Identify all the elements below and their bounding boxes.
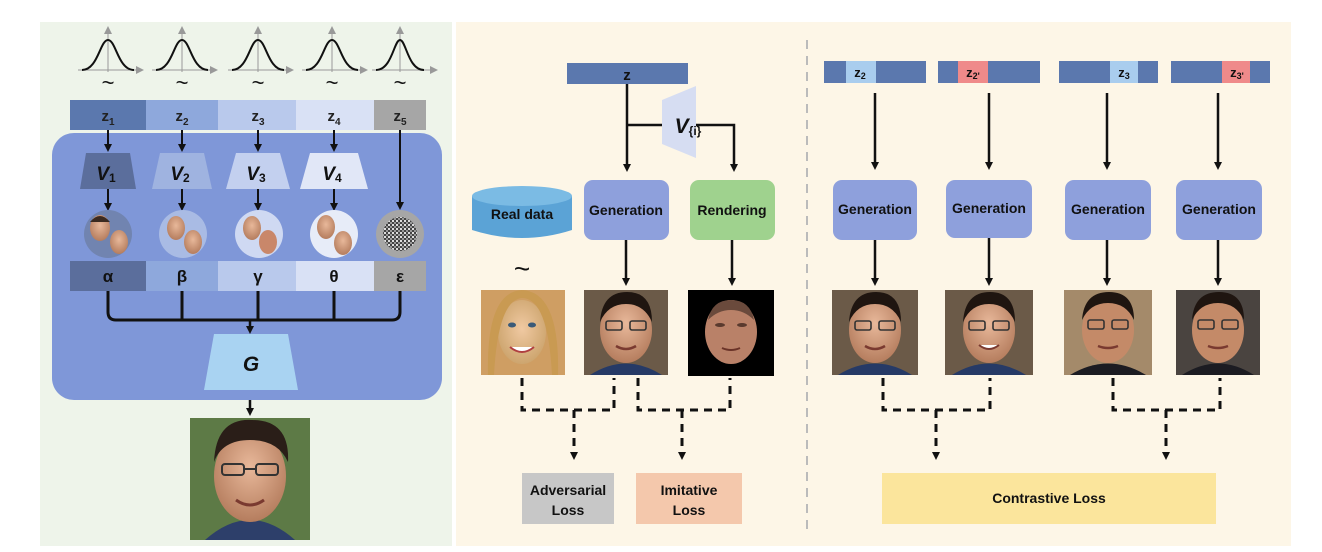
middle-generation-label: Generation [589, 202, 663, 218]
svg-text:~: ~ [326, 70, 339, 95]
generator-trapezoid [204, 334, 298, 390]
contrastive-dashed-connector-1 [881, 378, 992, 412]
right-generation-box-1 [833, 180, 917, 240]
theta-box [296, 261, 374, 291]
z3-segment [218, 100, 296, 130]
theta-label: θ [329, 267, 338, 286]
right-generation-box-4 [1176, 180, 1262, 240]
v1-label: V1 [96, 164, 116, 185]
sampling-tildes: ~ ~ ~ ~ ~ [102, 70, 407, 95]
right-generation-label-4: Generation [1182, 201, 1256, 217]
gaussian-row [78, 26, 438, 74]
alpha-label: α [103, 267, 114, 286]
v2-trapezoid [152, 153, 212, 189]
contrast-face-image-3 [1064, 290, 1152, 375]
real-data-label: Real data [491, 206, 553, 222]
right-z3-label: z3 [1118, 65, 1130, 81]
contrastive-loss-label: Contrastive Loss [992, 490, 1106, 506]
contrast-face-image-2 [945, 290, 1033, 375]
face-variation-gamma [235, 210, 283, 258]
z5-segment [374, 100, 426, 130]
epsilon-label: ε [396, 267, 404, 286]
real-data-cylinder [472, 186, 572, 238]
middle-z-label: z [623, 67, 631, 84]
right-generation-label-1: Generation [838, 201, 912, 217]
v-i-label: V{i} [675, 115, 702, 138]
merge-brace [106, 291, 402, 322]
v4-label: V4 [322, 164, 342, 185]
gaussian-icon [372, 26, 438, 74]
generated-face-image [584, 290, 668, 375]
rendering-label: Rendering [697, 202, 766, 218]
rendered-face-image [688, 290, 774, 376]
right-generation-box-2 [946, 180, 1032, 238]
contrast-face-image-4 [1176, 290, 1260, 375]
contrastive-loss-box [882, 473, 1216, 524]
z1-segment [70, 100, 146, 130]
face-variation-alpha [84, 210, 132, 258]
beta-label: β [177, 267, 187, 286]
right-generation-box-3 [1065, 180, 1151, 240]
real-data-sample-tilde: ~ [514, 253, 530, 284]
right-z2prime-label: z2' [966, 65, 980, 81]
middle-generation-box [584, 180, 669, 240]
gamma-label: γ [253, 267, 263, 286]
right-z3prime-label: z3' [1230, 65, 1244, 81]
v3-label: V3 [246, 164, 266, 185]
rendering-box [690, 180, 775, 240]
z3-label: z3 [251, 108, 265, 128]
adversarial-loss-box [522, 473, 614, 524]
z5-label: z5 [393, 108, 407, 128]
z4-segment [296, 100, 374, 130]
beta-box [146, 261, 218, 291]
v1-trapezoid [80, 153, 136, 189]
v-i-trapezoid [662, 86, 696, 158]
z2-label: z2 [175, 108, 189, 128]
gaussian-icon [152, 26, 218, 74]
z2-segment [146, 100, 218, 130]
svg-text:~: ~ [252, 70, 265, 95]
face-variation-theta [310, 210, 358, 258]
middle-z-bar [567, 63, 688, 84]
v4-trapezoid [300, 153, 368, 189]
face-variation-beta [159, 210, 207, 258]
generator-label: G [243, 353, 259, 376]
contrastive-dashed-connector-2 [1111, 378, 1222, 412]
imitative-loss-box [636, 473, 742, 524]
svg-text:~: ~ [394, 70, 407, 95]
gamma-box [218, 261, 296, 291]
right-generation-label-2: Generation [952, 200, 1026, 216]
v2-label: V2 [170, 164, 190, 185]
svg-text:~: ~ [176, 70, 189, 95]
output-face-image [190, 418, 310, 540]
right-z-bars [824, 61, 1270, 83]
right-z2-label: z2 [854, 65, 866, 81]
adversarial-dashed-connector [520, 378, 616, 412]
epsilon-box [374, 261, 426, 291]
z4-label: z4 [327, 108, 341, 128]
right-generation-label-3: Generation [1071, 201, 1145, 217]
imitative-dashed-connector [636, 378, 732, 412]
alpha-box [70, 261, 146, 291]
z1-label: z1 [101, 108, 115, 128]
v3-trapezoid [226, 153, 290, 189]
gaussian-icon [228, 26, 294, 74]
gaussian-icon [78, 26, 144, 74]
gaussian-icon [302, 26, 368, 74]
noise-texture-epsilon [376, 210, 424, 258]
svg-text:~: ~ [102, 70, 115, 95]
real-face-image [481, 290, 565, 375]
contrast-face-image-1 [832, 290, 918, 375]
